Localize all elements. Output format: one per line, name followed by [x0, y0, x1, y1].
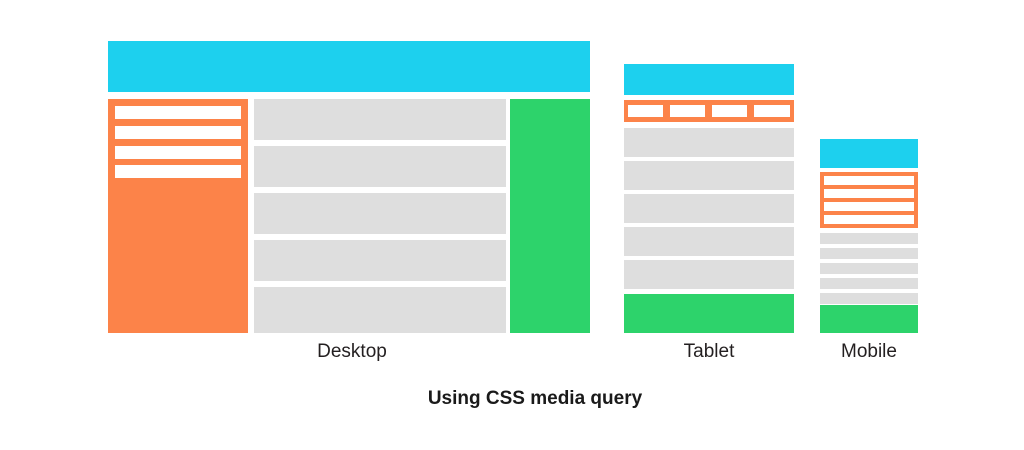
- tablet-nav-item[interactable]: [628, 105, 663, 117]
- device-label-mobile: Mobile: [841, 341, 897, 362]
- tablet-nav-item[interactable]: [670, 105, 705, 117]
- mobile-content-block: [820, 248, 918, 259]
- mobile-nav-menu: [820, 172, 918, 228]
- desktop-content-block: [254, 146, 506, 187]
- mobile-content-block: [820, 293, 918, 304]
- mobile-nav-item[interactable]: [824, 176, 914, 185]
- mobile-nav-item[interactable]: [824, 202, 914, 211]
- device-mobile: [820, 139, 918, 333]
- device-label-tablet: Tablet: [683, 341, 735, 362]
- mobile-content-block: [820, 233, 918, 244]
- device-tablet: [624, 64, 794, 333]
- tablet-content-block: [624, 194, 794, 223]
- desktop-content-block: [254, 287, 506, 333]
- desktop-content-block: [254, 99, 506, 140]
- device-label-desktop: Desktop: [317, 341, 387, 362]
- tablet-content-block: [624, 128, 794, 157]
- tablet-content-block: [624, 260, 794, 289]
- desktop-content-block: [254, 240, 506, 281]
- desktop-nav-item[interactable]: [115, 146, 241, 159]
- tablet-footer-bar: [624, 294, 794, 333]
- device-desktop: [108, 41, 590, 333]
- mobile-content-block: [820, 278, 918, 289]
- tablet-content-block: [624, 161, 794, 190]
- mobile-nav-item[interactable]: [824, 189, 914, 198]
- mobile-content-block: [820, 263, 918, 274]
- mobile-footer-bar: [820, 305, 918, 333]
- desktop-content-block: [254, 193, 506, 234]
- mobile-header-bar: [820, 139, 918, 168]
- desktop-nav-sidebar: [108, 99, 248, 333]
- mobile-nav-item[interactable]: [824, 215, 914, 224]
- diagram-caption: Using CSS media query: [427, 388, 643, 409]
- desktop-footer-column: [510, 99, 590, 333]
- desktop-nav-item[interactable]: [115, 165, 241, 178]
- tablet-header-bar: [624, 64, 794, 95]
- tablet-nav-item[interactable]: [754, 105, 790, 117]
- desktop-header-bar: [108, 41, 590, 92]
- desktop-nav-item[interactable]: [115, 126, 241, 139]
- tablet-nav-item[interactable]: [712, 105, 747, 117]
- desktop-nav-item[interactable]: [115, 106, 241, 119]
- tablet-content-block: [624, 227, 794, 256]
- tablet-nav-bar: [624, 100, 794, 122]
